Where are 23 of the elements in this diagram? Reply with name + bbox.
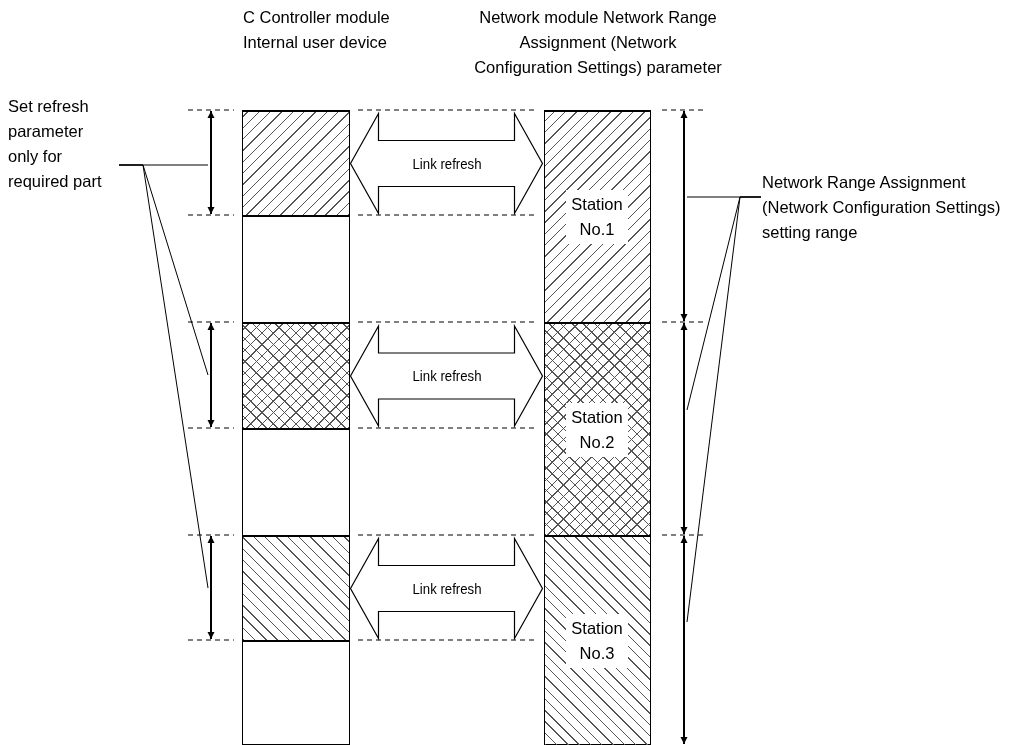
edge-label: Link refresh [411,153,482,174]
edge-label: Link refresh [411,578,482,599]
column-heading: Network module Network Range Assignment (Network Configuration Settings) parameter [473,7,723,78]
leader-line [118,164,209,589]
double-block-arrow [349,536,544,641]
hatched-memory-area [543,323,651,536]
edge-label: Link refresh [411,366,482,386]
callout-text: Network Range Assignment (Network Configuration Settings) setting range [762,170,1030,245]
hatched-memory-area [241,536,350,641]
hatched-memory-area [241,111,350,216]
memory-area [241,216,350,323]
memory-area [241,429,350,536]
hatched-memory-area [543,111,651,323]
leader-line [686,196,762,623]
hatched-memory-area [241,323,350,429]
double-block-arrow [349,111,544,216]
station-label: Station No.3 [566,614,628,668]
hatched-memory-area [543,536,651,745]
callout-text: Set refresh parameter only for required part [8,94,118,194]
station-label: Station No.2 [566,402,628,457]
column-heading: C Controller module Internal user device [243,7,391,53]
double-block-arrow [349,323,544,429]
station-label: Station No.1 [566,190,628,244]
